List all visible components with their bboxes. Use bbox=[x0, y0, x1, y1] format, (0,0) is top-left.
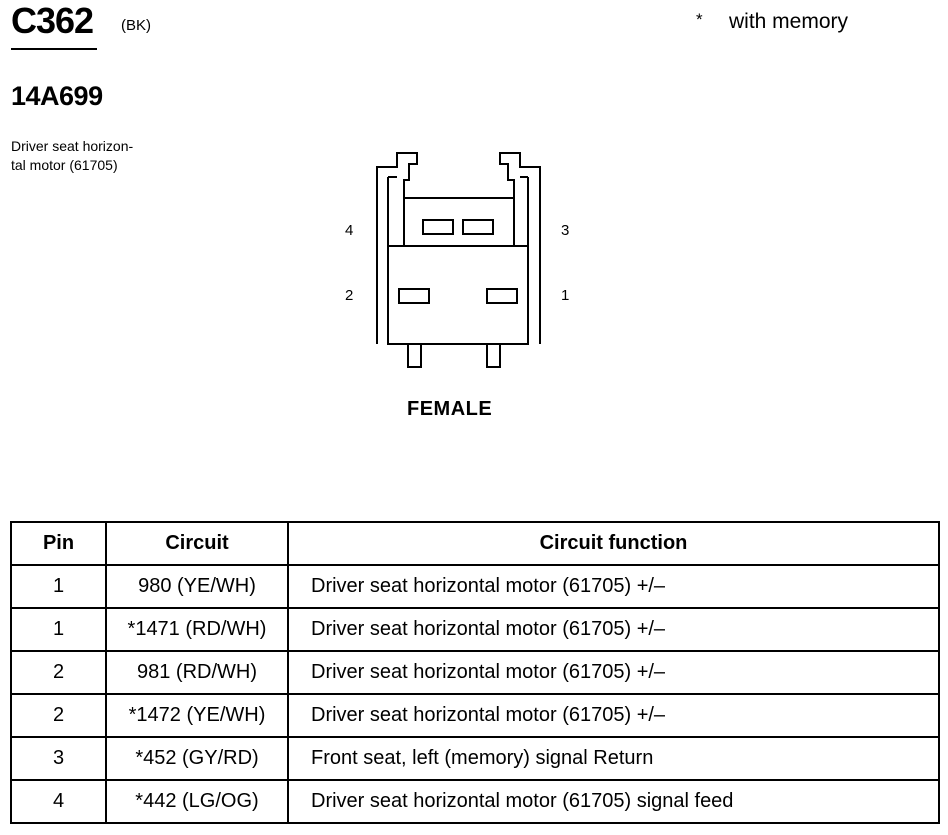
pin-cavity-2 bbox=[398, 288, 430, 304]
pin-cavity-3 bbox=[462, 219, 494, 235]
component-description-line-1: Driver seat horizon- bbox=[11, 138, 134, 154]
pin-cavity-4 bbox=[422, 219, 454, 235]
cell-circuit: 980 (YE/WH) bbox=[105, 564, 289, 609]
cell-pin: 2 bbox=[10, 693, 107, 738]
part-number: 14A699 bbox=[11, 81, 103, 111]
table-header-row: Pin Circuit Circuit function bbox=[10, 521, 940, 566]
column-header-circuit: Circuit bbox=[105, 521, 289, 566]
pin-label-4: 4 bbox=[345, 222, 354, 239]
pin-label-2: 2 bbox=[345, 287, 354, 304]
cell-circuit: *1472 (YE/WH) bbox=[105, 693, 289, 738]
table-row: 4 *442 (LG/OG) Driver seat horizontal mo… bbox=[10, 779, 940, 824]
cell-function: Driver seat horizontal motor (61705) +/– bbox=[287, 650, 940, 695]
pin-label-3: 3 bbox=[561, 222, 570, 239]
table-row: 1 980 (YE/WH) Driver seat horizontal mot… bbox=[10, 564, 940, 609]
connector-id: C362 bbox=[11, 0, 94, 41]
cell-pin: 1 bbox=[10, 607, 107, 652]
table-row: 2 *1472 (YE/WH) Driver seat horizontal m… bbox=[10, 693, 940, 738]
cell-function: Driver seat horizontal motor (61705) +/– bbox=[287, 607, 940, 652]
table-row: 1 *1471 (RD/WH) Driver seat horizontal m… bbox=[10, 607, 940, 652]
connector-right-tab bbox=[486, 344, 501, 368]
cell-pin: 1 bbox=[10, 564, 107, 609]
connector-left-tab bbox=[407, 344, 422, 368]
pin-label-1: 1 bbox=[561, 287, 570, 304]
connector-left-latch bbox=[376, 152, 418, 344]
table-row: 2 981 (RD/WH) Driver seat horizontal mot… bbox=[10, 650, 940, 695]
cell-function: Driver seat horizontal motor (61705) +/– bbox=[287, 693, 940, 738]
table-row: 3 *452 (GY/RD) Front seat, left (memory)… bbox=[10, 736, 940, 781]
cell-function: Driver seat horizontal motor (61705) sig… bbox=[287, 779, 940, 824]
pinout-table: Pin Circuit Circuit function 1 980 (YE/W… bbox=[10, 521, 940, 824]
column-header-pin: Pin bbox=[10, 521, 107, 566]
connector-color: (BK) bbox=[121, 17, 151, 34]
cell-circuit: *1471 (RD/WH) bbox=[105, 607, 289, 652]
cell-pin: 4 bbox=[10, 779, 107, 824]
connector-id-underline bbox=[11, 48, 97, 50]
legend-text: with memory bbox=[729, 10, 849, 33]
connector-right-latch bbox=[499, 152, 541, 344]
cell-function: Front seat, left (memory) signal Return bbox=[287, 736, 940, 781]
connector-face-drawing bbox=[376, 152, 541, 368]
cell-function: Driver seat horizontal motor (61705) +/– bbox=[287, 564, 940, 609]
component-description: Driver seat horizon- tal motor (61705) bbox=[11, 137, 133, 175]
pin-cavity-1 bbox=[486, 288, 518, 304]
component-description-line-2: tal motor (61705) bbox=[11, 157, 118, 173]
cell-circuit: 981 (RD/WH) bbox=[105, 650, 289, 695]
connector-gender-label: FEMALE bbox=[407, 398, 493, 420]
cell-circuit: *442 (LG/OG) bbox=[105, 779, 289, 824]
column-header-function: Circuit function bbox=[287, 521, 940, 566]
cell-pin: 2 bbox=[10, 650, 107, 695]
connector-body bbox=[387, 245, 529, 345]
cell-pin: 3 bbox=[10, 736, 107, 781]
cell-circuit: *452 (GY/RD) bbox=[105, 736, 289, 781]
legend-symbol: * bbox=[696, 10, 703, 29]
connector-latch-housing bbox=[403, 197, 515, 247]
